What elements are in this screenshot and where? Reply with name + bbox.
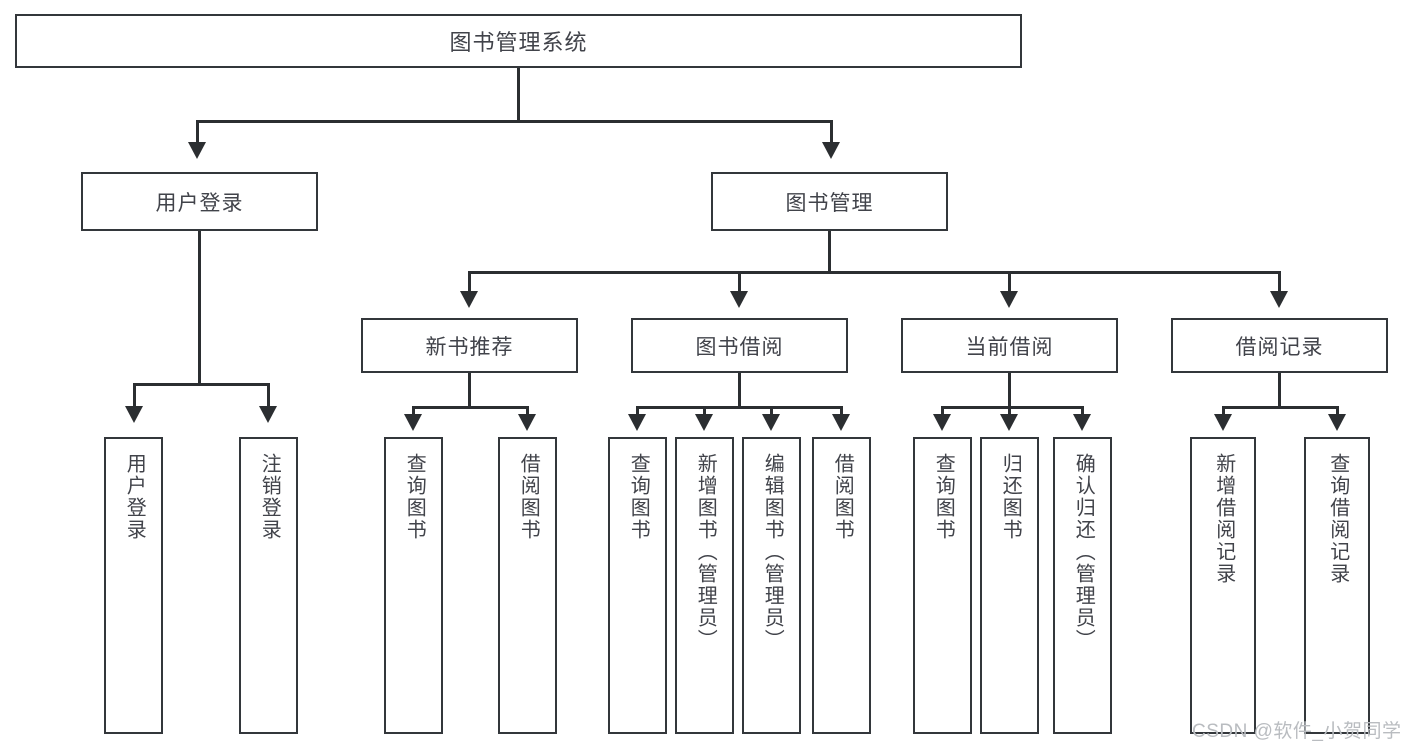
connector-br-branch-2: [1336, 406, 1339, 416]
leaf-query-book-bb[interactable]: 查询图书: [608, 437, 667, 734]
connector-nbr-branch-1: [412, 406, 415, 416]
leaf-label: 用户登录: [123, 453, 146, 541]
leaf-borrow-book-bb[interactable]: 借阅图书: [812, 437, 871, 734]
arrow-br-leaf-1: [1214, 414, 1232, 431]
arrow-bb-leaf-2: [695, 414, 713, 431]
arrow-user-login-leaf-1: [125, 406, 143, 423]
connector-bm-branch-2: [738, 271, 741, 293]
leaf-user-login[interactable]: 用户登录: [104, 437, 163, 734]
arrow-bb-leaf-3: [762, 414, 780, 431]
arrow-bm-to-book-borrow: [730, 291, 748, 308]
leaf-label: 注销登录: [258, 453, 281, 541]
connector-book-management-bus: [468, 271, 1281, 274]
leaf-label: 编辑图书（管理员）: [761, 453, 784, 651]
leaf-query-borrow-record[interactable]: 查询借阅记录: [1304, 437, 1370, 734]
arrow-user-login-leaf-2: [259, 406, 277, 423]
connector-cb-branch-1: [941, 406, 944, 416]
arrow-bm-to-borrow-records: [1270, 291, 1288, 308]
arrow-cb-leaf-1: [933, 414, 951, 431]
leaf-query-book-nbr[interactable]: 查询图书: [384, 437, 443, 734]
connector-br-branch-1: [1222, 406, 1225, 416]
node-book-borrow[interactable]: 图书借阅: [631, 318, 848, 373]
connector-bb-stem: [738, 373, 741, 406]
arrow-bm-to-new-book-recommend: [460, 291, 478, 308]
leaf-label: 新增借阅记录: [1212, 453, 1235, 585]
arrow-br-leaf-2: [1328, 414, 1346, 431]
connector-cb-branch-2: [1008, 406, 1011, 416]
arrow-bb-leaf-4: [832, 414, 850, 431]
node-current-borrow[interactable]: 当前借阅: [901, 318, 1118, 373]
leaf-confirm-return-admin[interactable]: 确认归还（管理员）: [1053, 437, 1112, 734]
node-label: 借阅记录: [1235, 335, 1324, 359]
connector-bm-branch-3: [1008, 271, 1011, 293]
node-borrow-records[interactable]: 借阅记录: [1171, 318, 1388, 373]
connector-nbr-stem: [468, 373, 471, 406]
connector-user-login-branch-1: [133, 383, 136, 408]
leaf-add-book-admin[interactable]: 新增图书（管理员）: [675, 437, 734, 734]
connector-bb-branch-4: [840, 406, 843, 416]
connector-bb-branch-2: [703, 406, 706, 416]
connector-bb-branch-1: [636, 406, 639, 416]
leaf-label: 查询图书: [932, 453, 955, 541]
connector-root-to-user-login: [196, 120, 199, 144]
leaf-add-borrow-record[interactable]: 新增借阅记录: [1190, 437, 1256, 734]
connector-user-login-stem: [198, 231, 201, 383]
arrow-root-to-user-login: [188, 142, 206, 159]
csdn-watermark: CSDN @软件_小贺同学: [1192, 721, 1402, 742]
arrow-cb-leaf-2: [1000, 414, 1018, 431]
leaf-label: 归还图书: [999, 453, 1022, 541]
node-root-book-management-system[interactable]: 图书管理系统: [15, 14, 1022, 68]
node-label: 新书推荐: [425, 335, 514, 359]
connector-bb-bus: [636, 406, 843, 409]
connector-bm-branch-4: [1278, 271, 1281, 293]
connector-bm-branch-1: [468, 271, 471, 293]
connector-user-login-bus: [133, 383, 270, 386]
connector-nbr-bus: [412, 406, 529, 409]
node-label: 图书借阅: [695, 335, 784, 359]
node-new-book-recommend[interactable]: 新书推荐: [361, 318, 578, 373]
node-label: 图书管理系统: [449, 30, 588, 55]
leaf-return-book[interactable]: 归还图书: [980, 437, 1039, 734]
leaf-label: 查询图书: [627, 453, 650, 541]
arrow-nbr-leaf-1: [404, 414, 422, 431]
node-book-management[interactable]: 图书管理: [711, 172, 948, 231]
connector-nbr-branch-2: [526, 406, 529, 416]
node-label: 当前借阅: [965, 335, 1054, 359]
connector-cb-branch-3: [1081, 406, 1084, 416]
node-label: 图书管理: [785, 191, 874, 215]
connector-book-management-stem: [828, 231, 831, 271]
arrow-cb-leaf-3: [1073, 414, 1091, 431]
arrow-nbr-leaf-2: [518, 414, 536, 431]
connector-bb-branch-3: [770, 406, 773, 416]
leaf-edit-book-admin[interactable]: 编辑图书（管理员）: [742, 437, 801, 734]
leaf-query-book-cb[interactable]: 查询图书: [913, 437, 972, 734]
leaf-label: 查询图书: [403, 453, 426, 541]
connector-cb-stem: [1008, 373, 1011, 406]
leaf-label: 新增图书（管理员）: [694, 453, 717, 651]
leaf-logout-login[interactable]: 注销登录: [239, 437, 298, 734]
connector-cb-bus: [941, 406, 1084, 409]
leaf-label: 查询借阅记录: [1326, 453, 1349, 585]
leaf-borrow-book-nbr[interactable]: 借阅图书: [498, 437, 557, 734]
connector-root-to-book-management: [830, 120, 833, 144]
node-user-login[interactable]: 用户登录: [81, 172, 318, 231]
arrow-bb-leaf-1: [628, 414, 646, 431]
connector-root-stem: [517, 68, 520, 120]
arrow-root-to-book-management: [822, 142, 840, 159]
leaf-label: 借阅图书: [831, 453, 854, 541]
connector-root-bus: [196, 120, 833, 123]
arrow-bm-to-current-borrow: [1000, 291, 1018, 308]
leaf-label: 确认归还（管理员）: [1072, 453, 1095, 651]
leaf-label: 借阅图书: [517, 453, 540, 541]
node-label: 用户登录: [155, 191, 244, 215]
connector-br-stem: [1278, 373, 1281, 406]
connector-user-login-branch-2: [267, 383, 270, 408]
connector-br-bus: [1222, 406, 1339, 409]
